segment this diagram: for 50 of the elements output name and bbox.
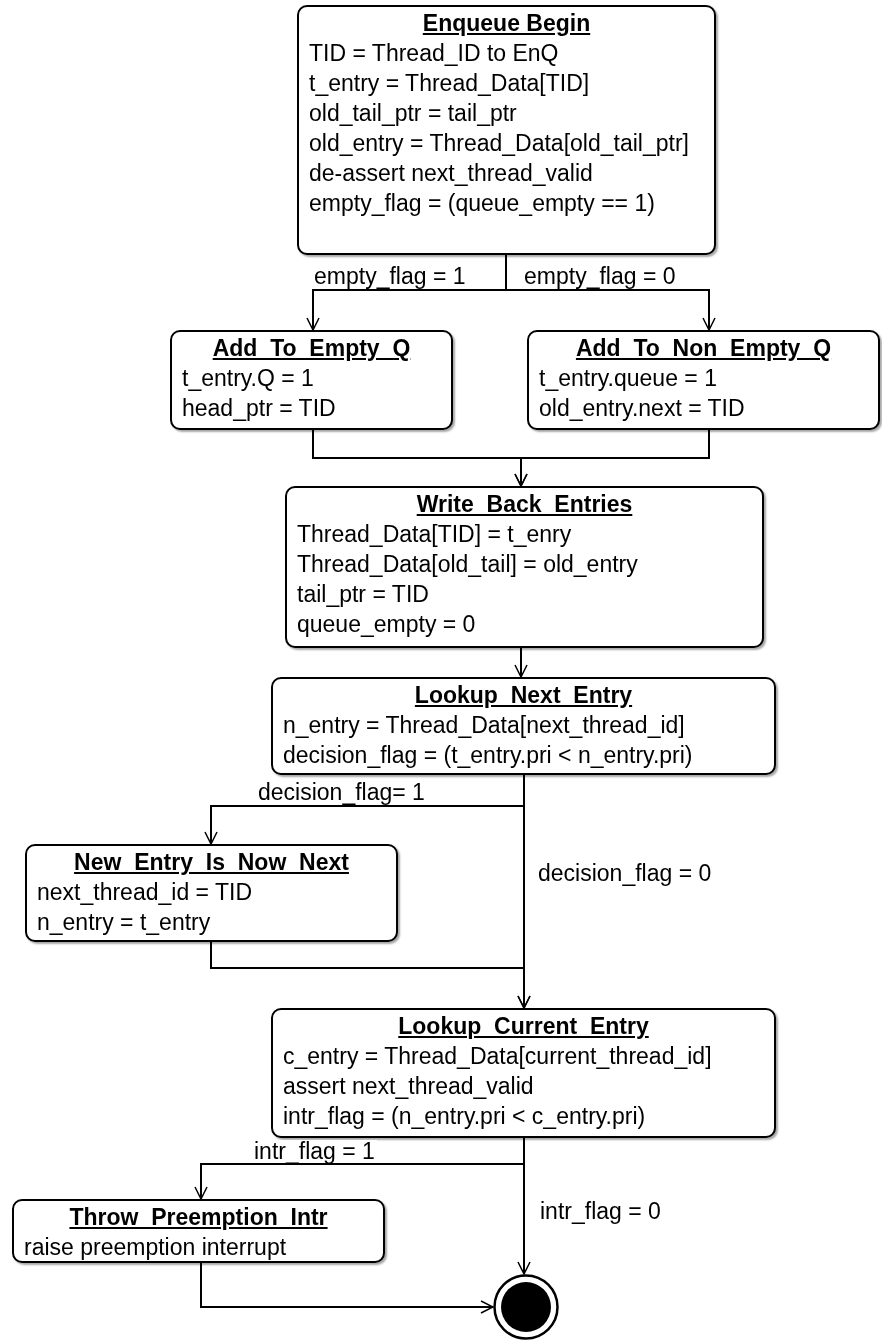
final-state-icon — [493, 1274, 559, 1340]
arrow — [517, 1137, 531, 1275]
state-action: Thread_Data[TID] = t_enry — [297, 520, 573, 549]
state-title: Lookup_Next_Entry — [413, 681, 634, 710]
state-title: Add_To_Non_Empty_Q — [574, 334, 833, 363]
state-box — [170, 330, 453, 430]
state-action: assert next_thread_valid — [283, 1072, 535, 1101]
state-title: Enqueue Begin — [421, 9, 592, 38]
state-title: Add_To_Empty_Q — [211, 334, 412, 363]
state-box — [25, 844, 398, 942]
state-action: t_entry = Thread_Data[TID] — [309, 69, 591, 98]
arrow — [514, 429, 710, 487]
state-action: empty_flag = (queue_empty == 1) — [309, 189, 656, 218]
edge-label: decision_flag = 0 — [536, 862, 714, 884]
arrow — [210, 941, 531, 1009]
state-action: old_entry.next = TID — [539, 394, 746, 423]
state-action: n_entry = Thread_Data[next_thread_id] — [283, 711, 686, 740]
state-action: raise preemption interrupt — [24, 1233, 288, 1262]
state-box — [527, 330, 880, 430]
edge-label: empty_flag = 0 — [522, 265, 678, 287]
state-title: Throw_Preemption_Intr — [68, 1203, 329, 1232]
state-action: head_ptr = TID — [182, 394, 337, 423]
arrow — [514, 647, 528, 678]
state-action: queue_empty = 0 — [297, 610, 477, 639]
state-action: t_entry.Q = 1 — [182, 364, 315, 393]
state-action: intr_flag = (n_entry.pri < c_entry.pri) — [283, 1102, 647, 1131]
state-action: t_entry.queue = 1 — [539, 364, 718, 393]
edge-label: decision_flag= 1 — [256, 781, 427, 803]
state-action: tail_ptr = TID — [297, 580, 430, 609]
state-title: Lookup_Current_Entry — [397, 1012, 650, 1041]
state-action: n_entry = t_entry — [37, 908, 212, 937]
state-box — [271, 677, 776, 775]
state-action: Thread_Data[old_tail] = old_entry — [297, 550, 639, 579]
edge-label: empty_flag = 1 — [312, 265, 468, 287]
arrow — [200, 1262, 494, 1314]
state-box — [12, 1199, 385, 1263]
state-box — [285, 486, 764, 648]
state-title: Write_Back_Entries — [415, 490, 634, 519]
state-box — [297, 5, 716, 255]
edge-label: intr_flag = 1 — [252, 1140, 377, 1162]
state-title: New_Entry_Is_Now_Next — [73, 848, 350, 877]
state-action: next_thread_id = TID — [37, 878, 254, 907]
state-action: c_entry = Thread_Data[current_thread_id] — [283, 1042, 713, 1071]
state-action: old_entry = Thread_Data[old_tail_ptr] — [309, 129, 690, 158]
state-box — [271, 1008, 776, 1138]
state-action: decision_flag = (t_entry.pri < n_entry.pri) — [283, 741, 694, 770]
edge-label: intr_flag = 0 — [538, 1200, 663, 1222]
state-action: TID = Thread_ID to EnQ — [309, 39, 560, 68]
state-action: old_tail_ptr = tail_ptr — [309, 99, 518, 128]
state-action: de-assert next_thread_valid — [309, 159, 594, 188]
